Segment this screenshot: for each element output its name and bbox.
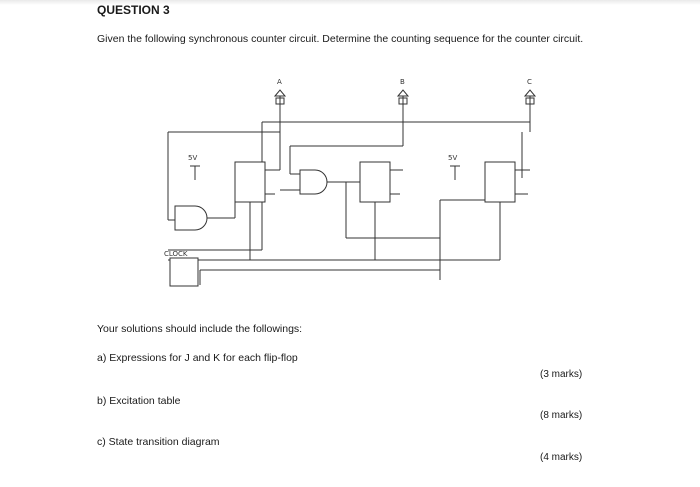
flip-flop-b xyxy=(359,161,391,203)
synchronous-counter-circuit: A B C 5V 5V CLOCK xyxy=(164,78,537,287)
clock-source xyxy=(169,257,199,287)
and-gate-left xyxy=(174,205,208,231)
output-probe-b xyxy=(396,89,410,110)
solutions-intro: Your solutions should include the follow… xyxy=(97,323,303,335)
question-title: QUESTION 3 xyxy=(97,3,170,17)
output-label-b: B xyxy=(400,78,405,86)
top-edge-shadow xyxy=(0,0,700,5)
solution-item-a: a) Expressions for J and K for each flip… xyxy=(97,352,298,364)
and-gate-middle xyxy=(299,169,328,195)
solution-item-c: c) State transition diagram xyxy=(97,436,220,448)
marks-item-c: (4 marks) xyxy=(540,452,583,463)
flip-flop-a xyxy=(234,161,266,203)
marks-item-a: (3 marks) xyxy=(540,369,583,380)
solution-item-b: b) Excitation table xyxy=(97,395,181,407)
supply-label-right: 5V xyxy=(448,154,457,162)
supply-label-left: 5V xyxy=(188,154,197,162)
question-prompt: Given the following synchronous counter … xyxy=(97,33,584,45)
flip-flop-c xyxy=(484,161,516,203)
output-label-a: A xyxy=(277,78,282,86)
clock-label: CLOCK xyxy=(164,250,188,258)
output-probe-c xyxy=(523,89,537,110)
output-label-c: C xyxy=(527,78,532,86)
marks-item-b: (8 marks) xyxy=(540,410,583,421)
output-probe-a xyxy=(273,89,287,110)
